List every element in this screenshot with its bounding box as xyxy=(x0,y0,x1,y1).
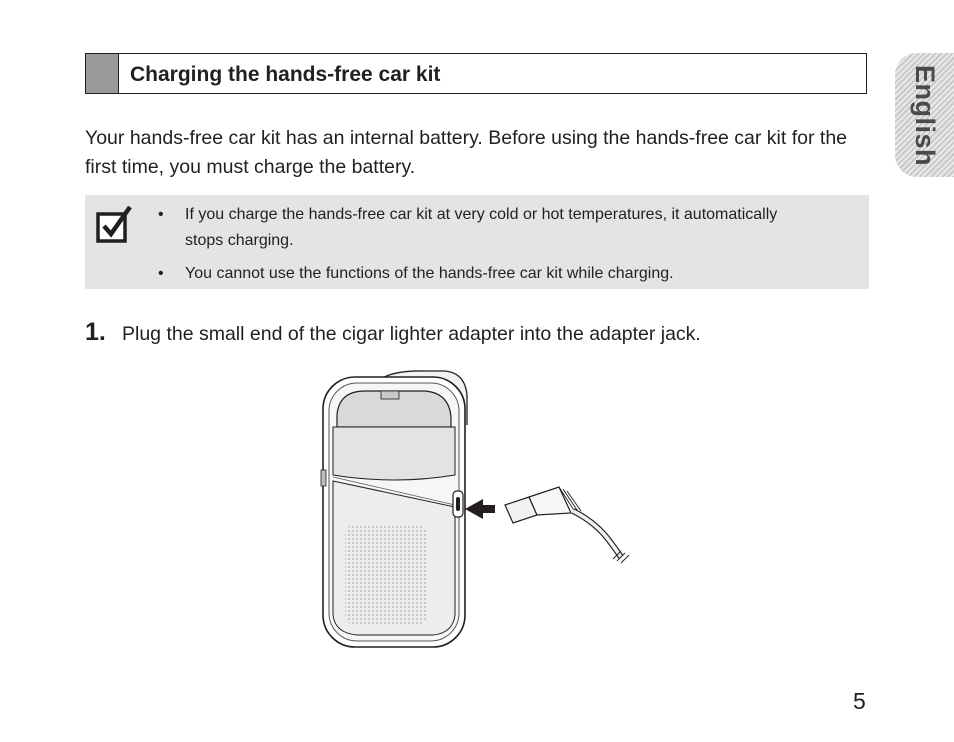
check-box-icon xyxy=(96,205,132,243)
note-item: • If you charge the hands-free car kit a… xyxy=(158,202,788,254)
step-1: 1. Plug the small end of the cigar light… xyxy=(85,318,701,347)
note-item: • You cannot use the functions of the ha… xyxy=(158,261,788,287)
language-tab: English xyxy=(895,53,954,177)
step-number: 1. xyxy=(85,318,106,346)
car-kit-charging-illustration xyxy=(320,370,630,648)
note-box: • If you charge the hands-free car kit a… xyxy=(85,195,869,289)
language-tab-label: English xyxy=(910,64,941,166)
note-item-text: If you charge the hands-free car kit at … xyxy=(185,206,778,249)
note-list: • If you charge the hands-free car kit a… xyxy=(158,202,788,294)
page-number: 5 xyxy=(853,688,866,714)
bullet: • xyxy=(158,206,164,223)
section-header: Charging the hands-free car kit xyxy=(85,53,867,94)
section-title: Charging the hands-free car kit xyxy=(130,63,441,86)
bullet: • xyxy=(158,265,164,282)
section-header-block xyxy=(86,54,119,93)
note-item-text: You cannot use the functions of the hand… xyxy=(185,265,674,282)
step-text: Plug the small end of the cigar lighter … xyxy=(122,323,701,345)
intro-paragraph: Your hands-free car kit has an internal … xyxy=(85,127,848,178)
